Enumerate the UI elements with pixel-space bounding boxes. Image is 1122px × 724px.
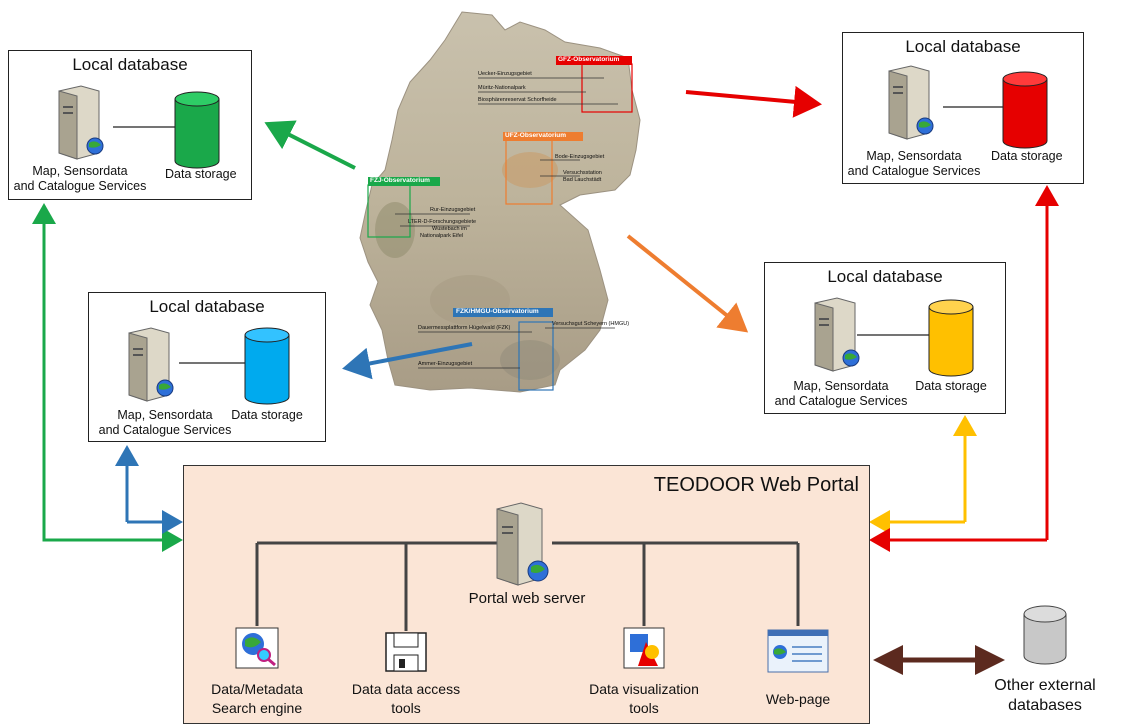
web-page-icon — [767, 629, 829, 673]
map-site-label: Wüstebach im — [432, 226, 467, 232]
arrow-fzk — [342, 342, 473, 380]
data-storage-label: Data storage — [991, 149, 1063, 163]
data-storage-label: Data storage — [231, 408, 303, 422]
arrow-ufz — [626, 234, 749, 333]
server-icon — [58, 85, 104, 160]
arrow-gfz — [685, 85, 822, 118]
server-icon — [814, 297, 860, 372]
data-storage-cylinder — [928, 299, 974, 377]
fzj-label: FZJ-Observatorium — [370, 177, 430, 184]
ufz-label: UFZ-Observatorium — [505, 132, 567, 139]
data-storage-label: Data storage — [915, 379, 987, 393]
data-storage-cylinder — [1002, 71, 1048, 149]
server-icon — [128, 327, 174, 402]
fzk-label: FZK/HMGU-Observatorium — [456, 308, 539, 315]
map-site-label: Dauermessplattform Hügelwald (FZK) — [418, 325, 511, 331]
visualization-icon — [623, 627, 665, 669]
map-site-label: Versuchsstation — [563, 170, 602, 176]
map-site-label: Ammer-Einzugsgebiet — [418, 361, 473, 367]
data-storage-label: Data storage — [165, 167, 237, 181]
teodoor-web-portal: TEODOOR Web Portal — [183, 465, 870, 724]
search-engine-icon — [235, 627, 279, 669]
arrow-fzj — [264, 120, 356, 170]
local-database-title: Local database — [905, 37, 1021, 56]
web-page-label: Web-page — [765, 691, 831, 707]
portal-server-label: Portal web server — [468, 590, 586, 607]
map-site-label: Biosphärenreservat Schorfheide — [478, 97, 557, 103]
portal-server-icon — [496, 502, 549, 586]
data-storage-cylinder — [174, 91, 220, 169]
fzk-frame — [518, 321, 554, 391]
map-site-label: Nationalpark Eifel — [420, 233, 464, 239]
local-database-title: Local database — [72, 55, 188, 74]
map-site-label: Müritz-Nationalpark — [478, 85, 526, 91]
local-database-title: Local database — [149, 297, 265, 316]
map-site-label: Bode-Einzugsgebiet — [555, 154, 605, 160]
data-storage-cylinder — [244, 327, 290, 405]
floppy-disk-icon — [385, 632, 427, 672]
map-site-label: Rur-Einzugsgebiet — [430, 207, 476, 213]
gfz-label: GFZ-Observatorium — [558, 56, 620, 63]
map-site-label: Versuchsgut Scheyern (HMGU) — [552, 321, 630, 327]
map-site-label: LTER-D-Forschungsgebiete — [408, 219, 477, 225]
external-database-icon — [1023, 605, 1067, 665]
map-site-label: Bad Lauchstädt — [563, 177, 602, 183]
portal-title: TEODOOR Web Portal — [653, 474, 859, 496]
server-icon — [888, 65, 934, 140]
germany-map — [359, 11, 641, 393]
map-site-label: Uecker-Einzugsgebiet — [478, 71, 532, 77]
local-database-title: Local database — [827, 267, 943, 286]
